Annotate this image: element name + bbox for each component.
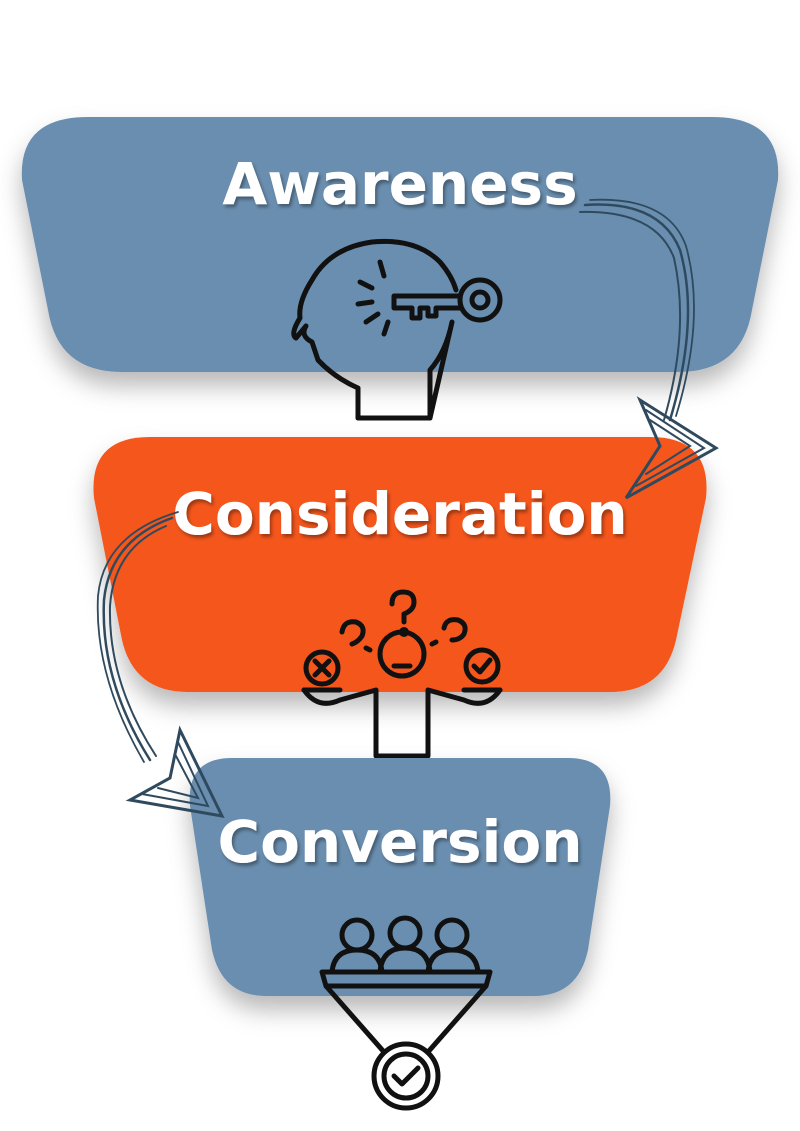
head-key-icon <box>291 238 503 421</box>
people-funnel-check-icon <box>319 915 493 1111</box>
connector-consideration-to-conversion <box>96 511 225 818</box>
awareness-label: Awareness <box>222 150 577 218</box>
curved-arrow-icon <box>102 516 174 762</box>
arrowhead <box>125 725 225 818</box>
arrowhead <box>624 396 719 500</box>
stage-consideration: Consideration <box>93 437 707 759</box>
conversion-label: Conversion <box>218 808 583 876</box>
conversion-band <box>189 758 611 996</box>
connector-awareness-to-consideration <box>579 198 719 500</box>
consideration-band <box>93 437 707 692</box>
confused-person-icon <box>301 589 503 759</box>
curved-arrow-icon <box>583 203 690 422</box>
consideration-label: Consideration <box>172 480 627 548</box>
stage-awareness: Awareness <box>21 117 779 421</box>
stage-conversion: Conversion <box>189 758 611 1111</box>
